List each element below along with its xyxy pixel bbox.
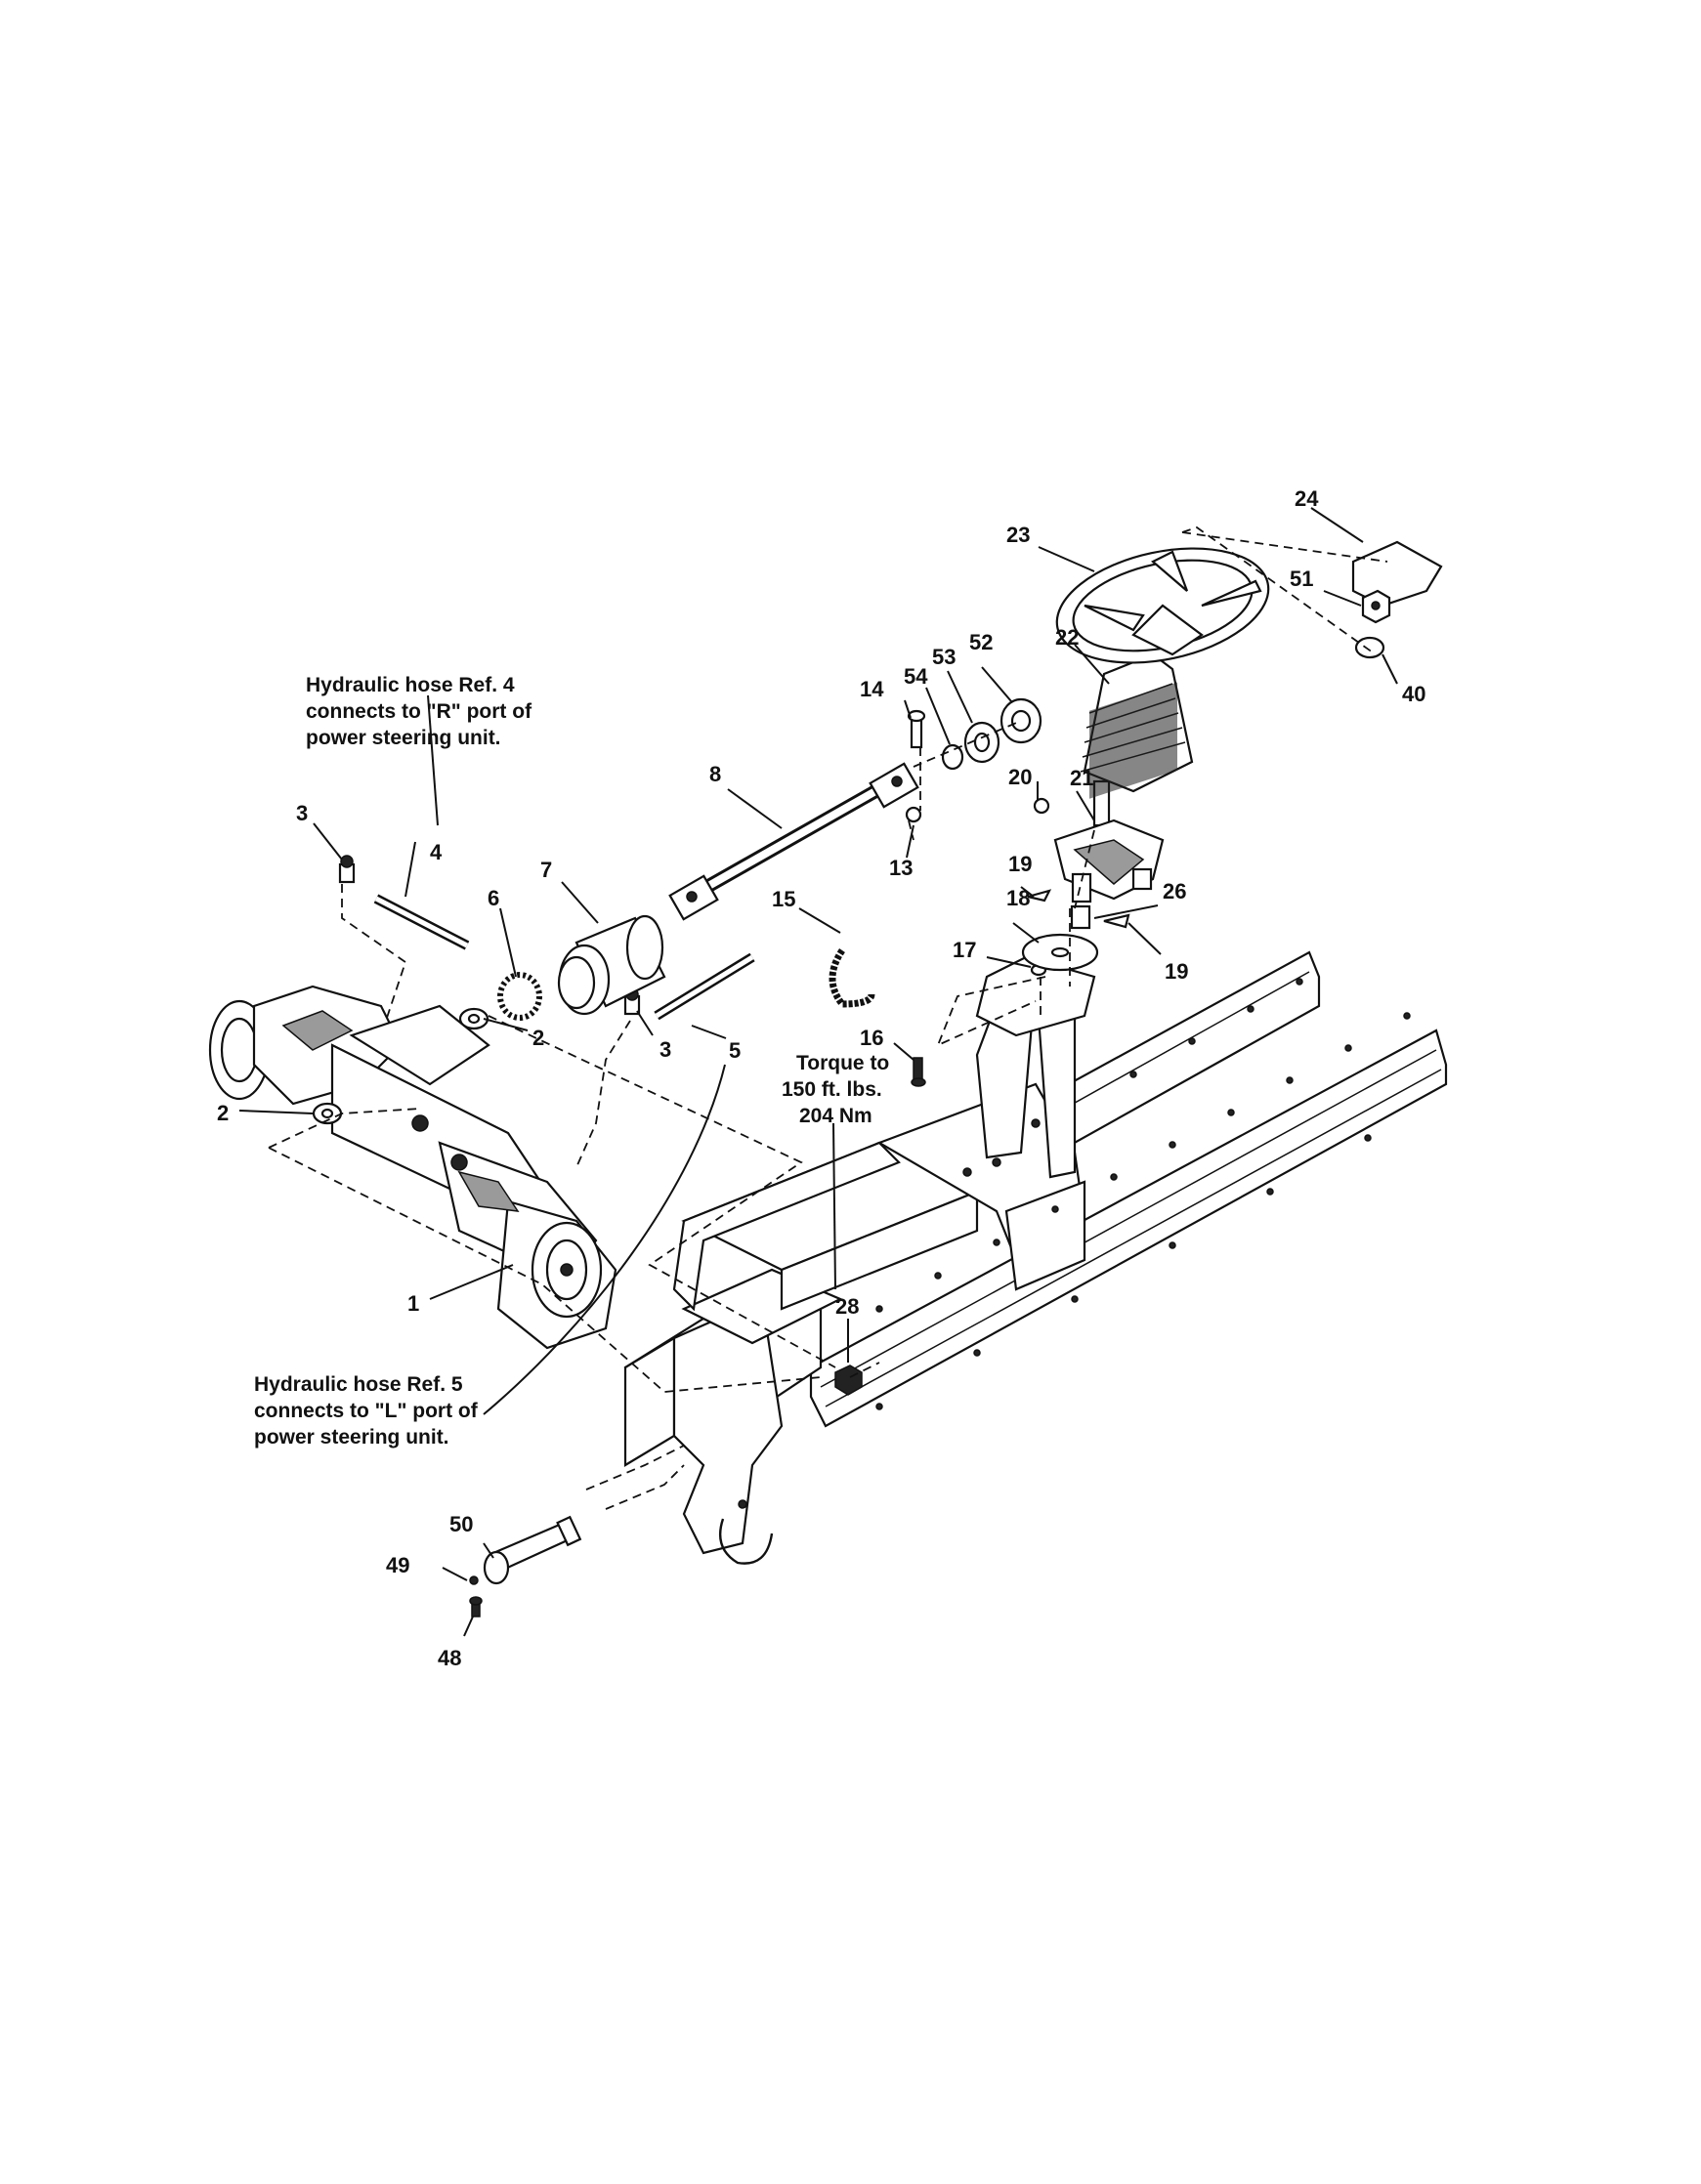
bolt-48 [469, 1596, 483, 1617]
note-hose-5-line-3: power steering unit. [254, 1426, 449, 1449]
nut-20 [1033, 797, 1050, 815]
note-torque-line-3: 204 Nm [799, 1105, 872, 1127]
clip-15 [829, 948, 875, 1008]
note-hose-5: Hydraulic hose Ref. 5 connects to "L" po… [254, 1373, 479, 1449]
bolt-16 [911, 1057, 926, 1087]
fitting-3-mid [623, 987, 641, 1016]
key-19-top [1027, 889, 1052, 903]
note-torque-line-1: Torque to [796, 1052, 889, 1074]
label-49: 49 [386, 1553, 409, 1577]
label-3-top: 3 [296, 801, 308, 825]
label-54: 54 [904, 664, 928, 689]
boot-7 [557, 914, 666, 1016]
label-26: 26 [1163, 879, 1186, 903]
nut-28 [834, 1365, 863, 1396]
label-50: 50 [449, 1512, 473, 1536]
label-19-top: 19 [1008, 852, 1032, 876]
cap-24 [1351, 540, 1443, 608]
label-4: 4 [430, 840, 443, 864]
label-15: 15 [772, 887, 795, 911]
label-2-right: 2 [532, 1026, 544, 1050]
steering-wheel-23 [1055, 547, 1270, 664]
label-2-left: 2 [217, 1101, 229, 1125]
label-14: 14 [860, 677, 884, 701]
key-19-right [1103, 913, 1130, 929]
label-20: 20 [1008, 765, 1032, 789]
note-hose-5-line-1: Hydraulic hose Ref. 5 [254, 1373, 463, 1396]
pivot-pin-50 [483, 1515, 582, 1585]
nut-51 [1361, 589, 1391, 624]
note-torque-line-2: 150 ft. lbs. [782, 1078, 882, 1101]
bellows-22 [1080, 652, 1194, 799]
note-hose-4-line-1: Hydraulic hose Ref. 4 [306, 674, 515, 696]
label-24: 24 [1295, 486, 1319, 511]
label-52: 52 [969, 630, 993, 654]
label-18: 18 [1006, 886, 1030, 910]
label-5: 5 [729, 1038, 741, 1063]
label-48: 48 [438, 1646, 461, 1670]
part-numbers: 3 4 6 7 8 2 2 3 5 1 28 14 54 53 52 15 13… [217, 486, 1425, 1670]
label-3-mid: 3 [659, 1037, 671, 1062]
fitting-3-top [338, 855, 356, 884]
chassis-frame [623, 950, 1448, 1565]
label-51: 51 [1290, 567, 1313, 591]
note-hose-4: Hydraulic hose Ref. 4 connects to "R" po… [306, 674, 532, 749]
frame-holes [738, 978, 1411, 1509]
plate-18 [1021, 933, 1099, 972]
leader-lines [238, 507, 1398, 1637]
power-steering-unit-21 [1053, 779, 1165, 903]
label-13: 13 [889, 856, 913, 880]
washer-40 [1354, 636, 1385, 659]
steering-shaft-8 [668, 762, 919, 921]
label-6: 6 [488, 886, 499, 910]
bushing-53 [963, 721, 1000, 764]
label-16: 16 [860, 1026, 883, 1050]
label-21: 21 [1070, 766, 1093, 790]
label-17: 17 [953, 938, 976, 962]
bearing-52 [999, 697, 1042, 744]
nut-13 [905, 806, 922, 823]
spline-26 [1070, 904, 1091, 930]
hydraulic-hose-5 [654, 952, 755, 1021]
label-28: 28 [835, 1294, 859, 1319]
label-40: 40 [1402, 682, 1425, 706]
assembly-lines [268, 526, 1388, 1510]
label-19-right: 19 [1165, 959, 1188, 984]
note-hose-4-line-2: connects to "R" port of [306, 700, 532, 723]
hydraulic-hose-4 [373, 894, 470, 950]
label-22: 22 [1055, 625, 1079, 650]
label-53: 53 [932, 645, 956, 669]
label-8: 8 [709, 762, 721, 786]
seal-54 [941, 743, 964, 771]
note-hose-4-line-3: power steering unit. [306, 727, 501, 749]
bolt-14 [907, 709, 926, 749]
label-23: 23 [1006, 523, 1030, 547]
label-1: 1 [407, 1291, 419, 1316]
label-7: 7 [540, 858, 552, 882]
ring-6 [497, 972, 542, 1021]
note-torque: Torque to 150 ft. lbs. 204 Nm [782, 1052, 889, 1127]
fastener-49 [469, 1575, 479, 1585]
note-hose-5-line-2: connects to "L" port of [254, 1400, 479, 1422]
